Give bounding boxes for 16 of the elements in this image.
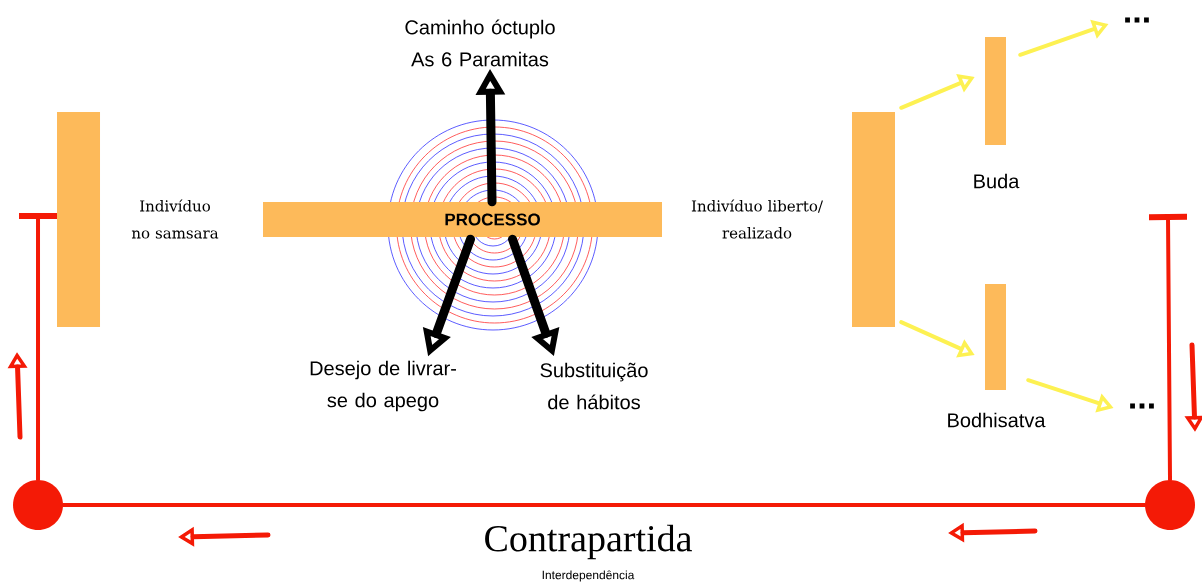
process-bar: PROCESSO	[263, 202, 662, 237]
text-label: Substituição de hábitos	[540, 362, 648, 410]
junction-dot	[1145, 480, 1195, 530]
ellipsis: ...	[1130, 403, 1154, 409]
junction-dot	[13, 480, 63, 530]
subheading: Interdependência	[542, 570, 635, 582]
arrow	[19, 213, 57, 482]
bar-label: Buda	[974, 173, 1020, 189]
text-label: Desejo de livrar-se do apego	[310, 360, 456, 412]
connector-line	[61, 503, 1147, 507]
text-label: Caminho óctuplo As 6 Paramitas	[405, 19, 555, 67]
ellipsis: ...	[1125, 17, 1149, 23]
bar-label: Indivíduo liberto/ realizado	[691, 199, 823, 239]
heading: Contrapartida	[485, 524, 692, 560]
bar-label: Bodhisatva	[948, 412, 1046, 428]
bar-label: Indivíduo no samsara	[131, 199, 219, 239]
